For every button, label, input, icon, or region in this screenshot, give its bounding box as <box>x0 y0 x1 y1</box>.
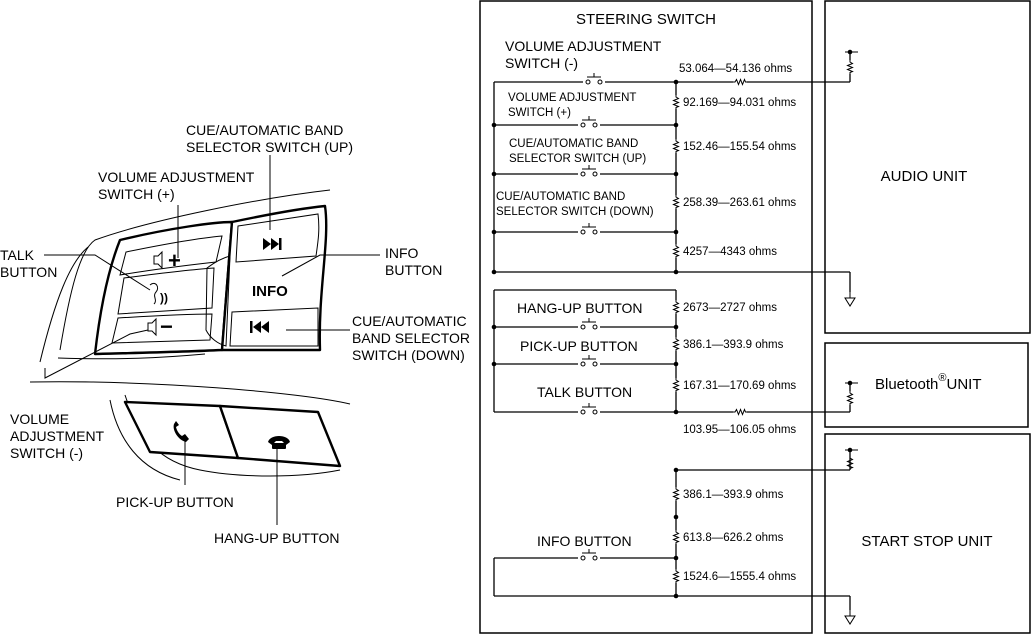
label-vol-minus-3: SWITCH (-) <box>10 445 83 461</box>
left-button-pad <box>93 220 234 356</box>
resistance-cue-up: 152.46—155.54 ohms <box>683 141 796 153</box>
label-cue-down-2: BAND SELECTOR <box>352 330 470 346</box>
sw-hangup-label: HANG-UP BUTTON <box>517 300 643 316</box>
resistance-vol-minus: 53.064—54.136 ohms <box>679 63 792 75</box>
sw-cue-up-label-1: CUE/AUTOMATIC BAND <box>509 138 638 150</box>
svg-text:)): )) <box>160 291 168 305</box>
label-hangup: HANG-UP BUTTON <box>214 530 340 546</box>
hangup-button-shape <box>218 404 342 468</box>
bluetooth-unit-label: Bluetooth®UNIT <box>875 372 982 393</box>
label-vol-minus-2: ADJUSTMENT <box>10 428 105 444</box>
sw-pickup-label: PICK-UP BUTTON <box>520 338 638 354</box>
switch-illustration: + − )) INFO <box>0 122 470 546</box>
resistance-hangup: 2673—2727 ohms <box>683 302 777 314</box>
label-pickup: PICK-UP BUTTON <box>116 494 234 510</box>
label-cue-up-2: SELECTOR SWITCH (UP) <box>186 139 353 155</box>
label-info-1: INFO <box>385 245 419 261</box>
bluetooth-unit-box <box>824 342 1029 428</box>
label-vol-minus-1: VOLUME <box>10 411 69 427</box>
audio-unit-label: AUDIO UNIT <box>881 168 968 185</box>
sw-info-label: INFO BUTTON <box>537 533 632 549</box>
resistance-bt-series: 103.95—106.05 ohms <box>683 424 796 436</box>
sw-vol-minus-label-2: SWITCH (-) <box>505 55 578 71</box>
sw-cue-down-label-2: SELECTOR SWITCH (DOWN) <box>496 206 654 218</box>
resistance-audio-base: 4257—4343 ohms <box>683 246 777 258</box>
audio-unit-box <box>824 0 1031 334</box>
label-vol-plus-2: SWITCH (+) <box>98 186 175 202</box>
svg-text:+: + <box>168 248 181 273</box>
resistance-pickup: 386.1—393.9 ohms <box>683 339 784 351</box>
steering-switch-schematic: STEERING SWITCH <box>479 0 856 634</box>
sw-vol-plus-label-2: SWITCH (+) <box>508 107 571 119</box>
label-cue-down-1: CUE/AUTOMATIC <box>352 313 467 329</box>
steering-switch-panel <box>479 0 813 634</box>
label-talk-2: BUTTON <box>0 264 57 280</box>
steering-switch-title: STEERING SWITCH <box>576 11 716 28</box>
units-column: AUDIO UNIT Bluetooth®UNIT START STOP UNI… <box>824 0 1031 634</box>
talk-voice-icon: )) <box>149 282 168 305</box>
resistance-ss-1: 386.1—393.9 ohms <box>683 489 784 501</box>
right-button-pad <box>220 204 328 352</box>
sw-vol-plus-label-1: VOLUME ADJUSTMENT <box>508 92 636 104</box>
resistance-vol-plus: 92.169—94.031 ohms <box>683 97 796 109</box>
next-track-icon <box>263 238 282 250</box>
prev-track-icon <box>250 321 269 333</box>
sw-talk-label: TALK BUTTON <box>537 384 632 400</box>
sw-vol-minus-label-1: VOLUME ADJUSTMENT <box>505 38 662 54</box>
phone-pickup-icon <box>173 421 189 442</box>
label-cue-down-3: SWITCH (DOWN) <box>352 347 465 363</box>
label-vol-plus-1: VOLUME ADJUSTMENT <box>98 169 255 185</box>
phone-hangup-icon <box>268 436 290 449</box>
label-talk-1: TALK <box>0 247 35 263</box>
svg-text:−: − <box>160 314 173 339</box>
info-button-glyph: INFO <box>252 283 288 300</box>
label-cue-up-1: CUE/AUTOMATIC BAND <box>186 122 343 138</box>
resistance-info: 613.8—626.2 ohms <box>683 532 784 544</box>
resistance-ss-3: 1524.6—1555.4 ohms <box>683 571 796 583</box>
start-stop-unit-box <box>824 433 1031 634</box>
label-info-2: BUTTON <box>385 262 442 278</box>
vol-minus-icon: − <box>147 314 173 339</box>
sw-cue-down-label-1: CUE/AUTOMATIC BAND <box>496 191 625 203</box>
resistance-talk: 167.31—170.69 ohms <box>683 380 796 392</box>
resistance-cue-down: 258.39—263.61 ohms <box>683 197 796 209</box>
start-stop-unit-label: START STOP UNIT <box>861 533 992 550</box>
sw-cue-up-label-2: SELECTOR SWITCH (UP) <box>509 153 646 165</box>
